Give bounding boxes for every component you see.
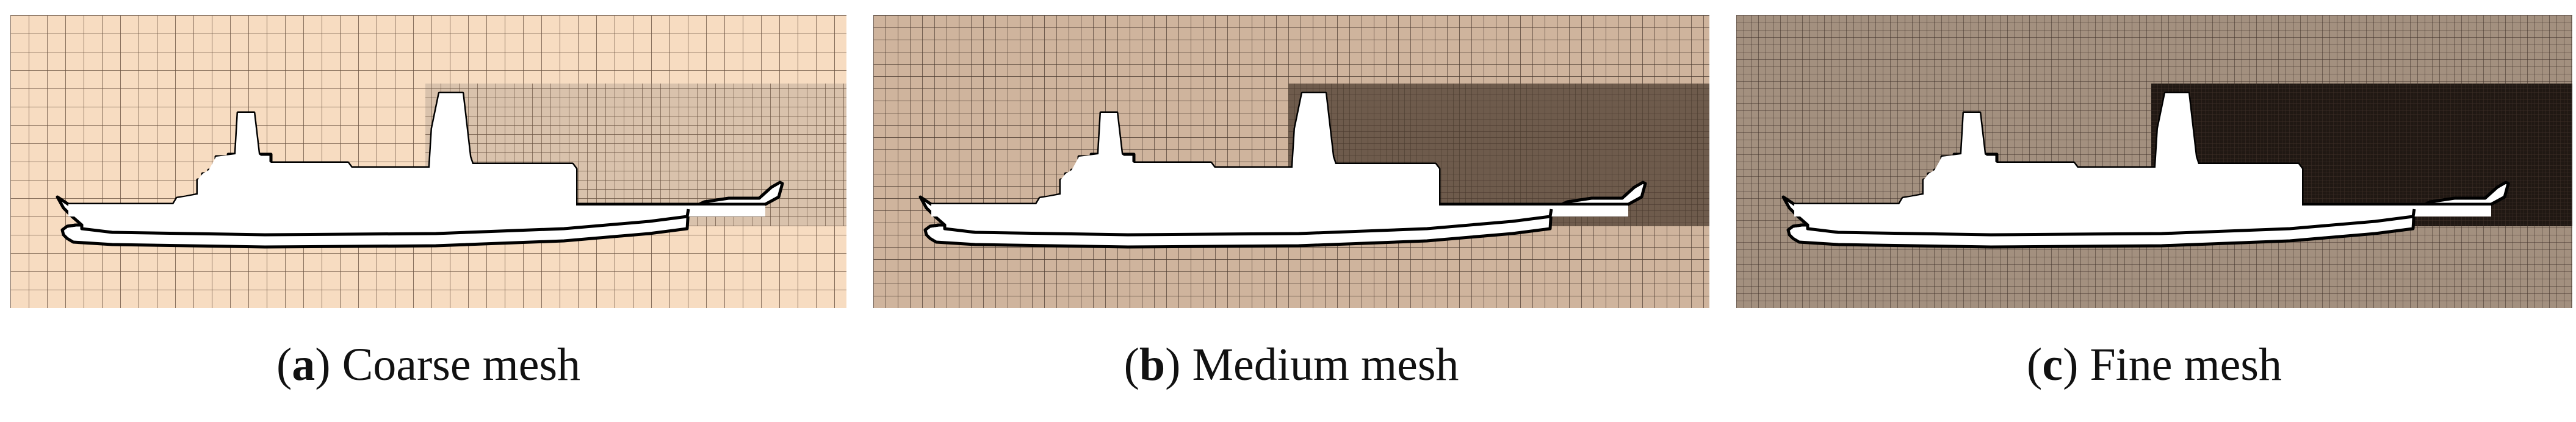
mesh-image-coarse	[10, 15, 846, 308]
caption-open-paren: (	[276, 339, 292, 390]
caption-close-paren: )	[315, 339, 331, 390]
ship-outline-bottom	[67, 209, 690, 237]
ship-silhouette	[1781, 91, 2510, 249]
caption-fine-mesh: (c) Fine mesh	[1736, 342, 2572, 388]
caption-letter: b	[1139, 339, 1166, 390]
caption-coarse-mesh: (a) Coarse mesh	[10, 342, 846, 388]
ship-outline-bottom	[929, 209, 1553, 237]
ship-silhouette	[56, 91, 784, 249]
panel-fine-mesh: (c) Fine mesh	[1736, 0, 2572, 422]
caption-text: Medium mesh	[1192, 339, 1459, 390]
ship-silhouette	[918, 91, 1647, 249]
caption-open-paren: (	[1124, 339, 1139, 390]
ship-deck-fill	[931, 93, 1628, 216]
mesh-image-fine	[1736, 15, 2572, 308]
ship-deck-fill	[68, 93, 765, 216]
caption-letter: a	[292, 339, 316, 390]
caption-medium-mesh: (b) Medium mesh	[873, 342, 1709, 388]
ship-deck-fill	[1794, 93, 2491, 216]
mesh-image-medium	[873, 15, 1709, 308]
caption-text: Coarse mesh	[342, 339, 581, 390]
caption-letter: c	[2042, 339, 2063, 390]
caption-close-paren: )	[2063, 339, 2079, 390]
caption-open-paren: (	[2027, 339, 2043, 390]
caption-text: Fine mesh	[2090, 339, 2282, 390]
caption-close-paren: )	[1165, 339, 1181, 390]
panel-coarse-mesh: (a) Coarse mesh	[10, 0, 846, 422]
panel-medium-mesh: (b) Medium mesh	[873, 0, 1709, 422]
ship-outline-bottom	[1792, 209, 2416, 237]
